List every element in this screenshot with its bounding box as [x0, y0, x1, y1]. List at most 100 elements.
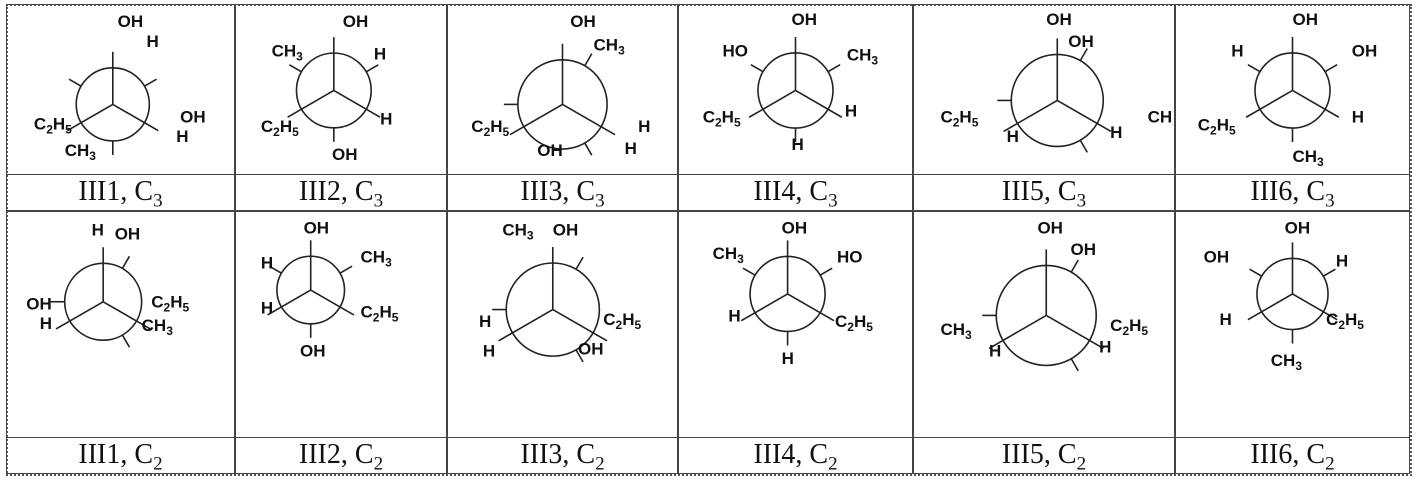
substituent-h-5: H	[1099, 337, 1111, 356]
substituent-c2h5-4: C2H5	[835, 312, 873, 334]
substituent-h-2: H	[374, 45, 386, 64]
back-bond	[1247, 64, 1261, 73]
substituent-c2h5-2: C2H5	[940, 107, 978, 129]
substituent-ch3-2: CH3	[940, 320, 972, 342]
back-bond	[575, 256, 584, 270]
front-bond	[795, 89, 843, 118]
back-bond	[742, 267, 756, 276]
point-group-subscript: 2	[595, 453, 605, 475]
substituent-ch3-3: CH3	[65, 141, 97, 163]
conformer-caption: III3, C3	[448, 174, 677, 213]
caption-separator: ,	[120, 176, 135, 207]
conformer-caption: III2, C3	[236, 174, 446, 213]
substituent-h-3: H	[728, 306, 740, 325]
point-group-subscript: 2	[1325, 453, 1335, 475]
front-bond	[498, 308, 554, 342]
point-group: C	[354, 176, 374, 207]
point-group: C	[1306, 439, 1326, 470]
caption-separator: ,	[1292, 176, 1307, 207]
substituent-h-1: H	[146, 32, 158, 51]
front-bond	[562, 103, 616, 136]
substituent-oh-0: OH	[1046, 10, 1072, 29]
substituent-oh-5: OH	[578, 339, 604, 358]
substituent-h-2: H	[479, 312, 491, 331]
front-bond	[988, 314, 1047, 350]
substituent-oh-5: OH	[300, 341, 326, 360]
front-bond	[748, 89, 796, 118]
front-bond	[1292, 293, 1338, 321]
table-frame	[6, 4, 1412, 476]
substituent-oh-1: OH	[115, 224, 140, 243]
substituent-ch3-5: CH3	[1271, 351, 1303, 373]
conformer-caption: III5, C2	[914, 437, 1174, 476]
caption-separator: ,	[340, 439, 355, 470]
substituent-oh-0: OH	[1285, 218, 1311, 237]
conformer-caption: III3, C2	[448, 437, 677, 476]
front-bond	[66, 103, 114, 132]
back-bond	[68, 78, 82, 87]
caption-separator: ,	[1292, 439, 1307, 470]
front-bond	[112, 103, 159, 132]
point-group-subscript: 3	[828, 190, 838, 212]
substituent-ch3-1: CH3	[713, 244, 745, 266]
substituent-ho-1: HO	[722, 42, 748, 61]
substituent-oh-1: OH	[1071, 240, 1097, 259]
substituent-oh-4: OH	[180, 107, 206, 126]
front-bond	[787, 293, 835, 322]
back-bond	[575, 349, 584, 363]
back-bond	[1249, 268, 1263, 277]
front-bond	[1003, 99, 1058, 133]
caption-separator: ,	[562, 176, 577, 207]
conformer-name: III5	[1001, 439, 1044, 470]
substituent-h-3: H	[989, 341, 1001, 360]
point-group: C	[576, 176, 596, 207]
substituent-h-4: H	[380, 109, 392, 128]
substituent-c2h5-3: C2H5	[261, 117, 299, 139]
substituent-ch3-0: CH3	[502, 220, 534, 242]
front-bond	[740, 293, 788, 322]
conformer-caption: III6, C2	[1176, 437, 1409, 476]
conformer-caption: III5, C3	[914, 174, 1174, 213]
conformer-caption: III6, C3	[1176, 174, 1409, 213]
substituent-ho-2: HO	[837, 248, 863, 267]
conformer-cell: OHOHC2H5CH3HHIII5, C3	[913, 4, 1179, 213]
substituent-c2h5-3: C2H5	[1198, 115, 1236, 137]
conformer-caption: III4, C3	[679, 174, 912, 213]
point-group: C	[134, 176, 154, 207]
point-group: C	[134, 439, 154, 470]
front-bond	[1245, 89, 1293, 118]
substituent-h-4: H	[1007, 127, 1019, 146]
front-bond	[1247, 293, 1293, 321]
substituent-oh-2: OH	[26, 295, 52, 314]
point-group-subscript: 3	[595, 190, 605, 212]
substituent-oh-0: OH	[343, 12, 369, 31]
caption-separator: ,	[1043, 439, 1058, 470]
substituent-oh-0: OH	[782, 218, 808, 237]
substituent-c2h5-4: C2H5	[361, 302, 399, 324]
substituent-ch3-5: CH3	[142, 316, 174, 338]
front-bond	[1292, 89, 1340, 118]
substituent-h-4: H	[845, 101, 857, 120]
back-bond	[584, 53, 593, 67]
conformer-caption: III4, C2	[679, 437, 912, 476]
front-bond	[1045, 314, 1104, 350]
substituent-oh-0: OH	[1292, 10, 1318, 29]
substituent-h-3: H	[40, 314, 52, 333]
back-bond	[1079, 48, 1088, 61]
point-group-subscript: 2	[373, 453, 384, 475]
substituent-h-4: H	[1352, 107, 1364, 126]
substituent-oh-3: OH	[537, 141, 563, 160]
caption-separator: ,	[562, 439, 577, 470]
